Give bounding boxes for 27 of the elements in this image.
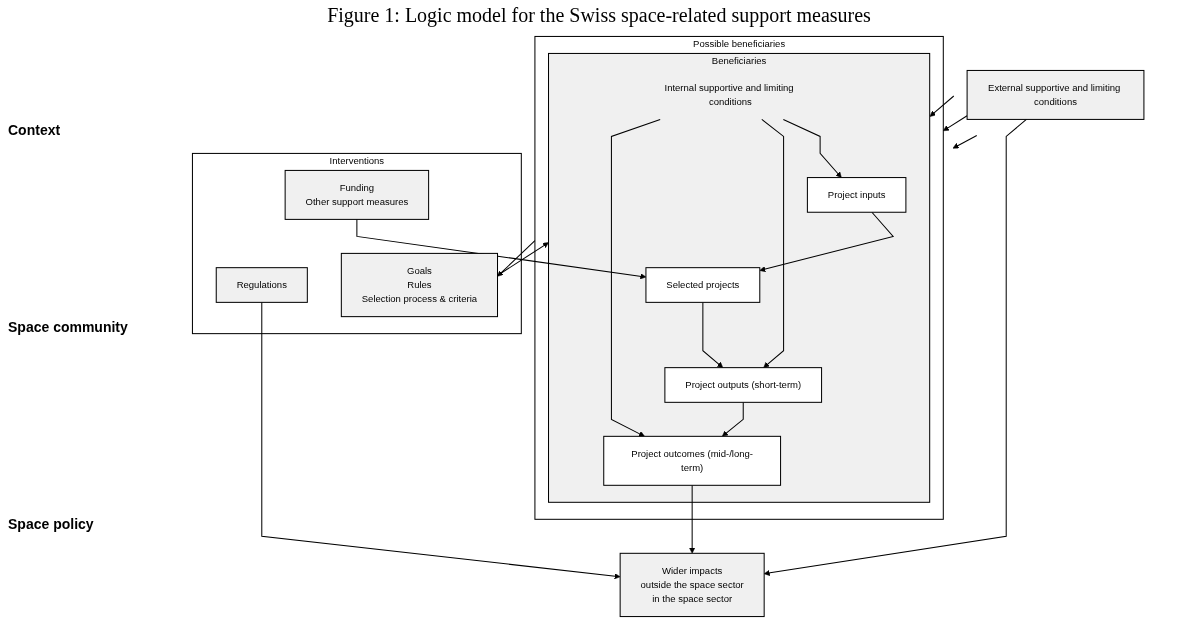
arrow: [702, 301, 723, 368]
arrow: [952, 135, 978, 149]
arrow: [761, 118, 784, 368]
arrow: [610, 118, 661, 437]
arrow: [782, 118, 842, 178]
node-box: External supportive and limiting conditions: [966, 69, 1145, 120]
row-label: Context: [8, 121, 62, 138]
node-box: Project inputs: [806, 177, 907, 213]
figure-title: Figure 1: Logic model for the Swiss space-related support measures: [326, 3, 872, 29]
arrow: [497, 240, 536, 277]
arrow: [763, 118, 1027, 576]
row-label: Space community: [8, 318, 129, 335]
node-text: Internal supportive and limiting conditions: [664, 82, 794, 108]
arrow: [929, 95, 955, 117]
node-box: Project outcomes (mid-/long-term): [603, 435, 781, 486]
node-box: Funding Other support measures: [284, 169, 429, 220]
node-box: Project outputs (short-term): [664, 367, 822, 403]
arrow: [942, 115, 968, 132]
arrow: [721, 401, 744, 437]
row-label: Space policy: [8, 515, 95, 532]
arrow: [688, 484, 695, 554]
node-box: Goals Rules Selection process & criteria: [340, 252, 498, 318]
arrow: [356, 218, 646, 280]
node-box: Wider impacts outside the space sector in the space sector: [619, 552, 765, 618]
node-box: Selected projects: [645, 267, 761, 303]
arrow: [759, 211, 894, 273]
node-box: Regulations: [215, 267, 308, 303]
